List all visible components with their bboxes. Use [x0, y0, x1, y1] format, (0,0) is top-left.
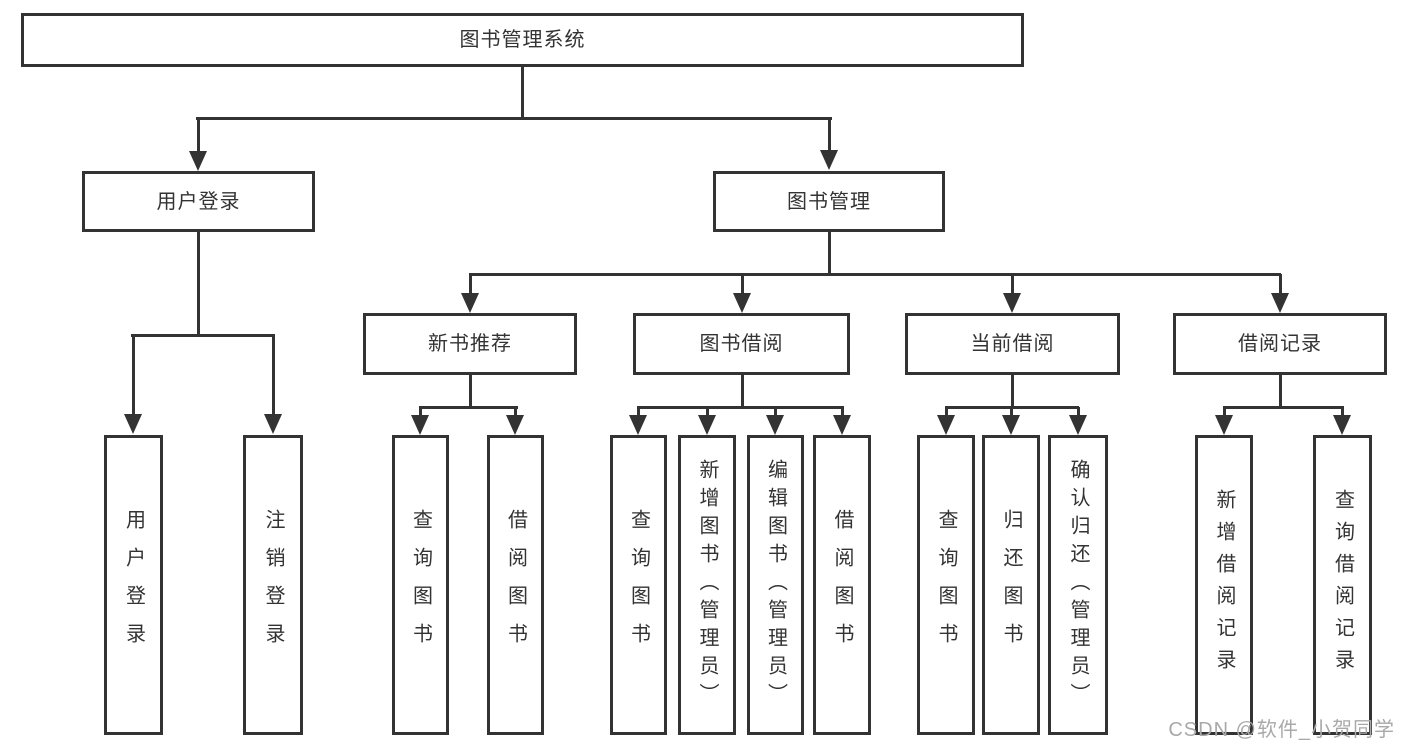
node-label: 归还图书: [1000, 509, 1022, 661]
arrow-down-icon: [766, 415, 784, 435]
node-label: 编辑图书（管理员）: [764, 459, 787, 711]
arrow-down-icon: [629, 415, 647, 435]
node-borrow-records: 借阅记录: [1173, 313, 1387, 375]
arrow-down-icon: [1215, 415, 1233, 435]
connector-vline: [1011, 375, 1014, 408]
arrow-down-icon: [1271, 293, 1289, 313]
connector-vline: [1223, 407, 1226, 417]
leaf-add-book-admin: 新增图书（管理员）: [678, 435, 736, 735]
node-label: 查询借阅记录: [1331, 489, 1354, 681]
arrow-down-icon: [264, 414, 282, 434]
arrow-down-icon: [461, 293, 479, 313]
connector-vline: [841, 407, 844, 417]
csdn-watermark: CSDN @软件_小贺同学: [1168, 719, 1395, 741]
node-label: 新增借阅记录: [1213, 489, 1235, 681]
connector-vline: [945, 407, 948, 417]
node-label: 新增图书（管理员）: [696, 459, 718, 711]
arrow-down-icon: [124, 414, 142, 434]
node-label: 图书借阅: [699, 333, 784, 355]
leaf-confirm-return-admin: 确认归还（管理员）: [1048, 435, 1108, 735]
connector-vline: [1010, 407, 1013, 417]
leaf-return-book: 归还图书: [982, 435, 1040, 735]
arrow-down-icon: [1333, 415, 1351, 435]
leaf-edit-book-admin: 编辑图书（管理员）: [747, 435, 804, 735]
arrow-down-icon: [1002, 415, 1020, 435]
connector-vline: [514, 407, 517, 417]
node-new-book-recommendation: 新书推荐: [363, 313, 577, 375]
arrow-down-icon: [833, 415, 851, 435]
connector-vline: [197, 232, 200, 336]
node-label: 查询图书: [935, 509, 957, 661]
connector-vline: [1279, 375, 1282, 408]
arrow-down-icon: [733, 293, 751, 313]
leaf-user-login: 用户登录: [104, 435, 163, 735]
node-label: 确认归还（管理员）: [1067, 459, 1089, 711]
node-label: 查询图书: [409, 509, 432, 661]
leaf-query-books-current: 查询图书: [917, 435, 975, 735]
connector-hline: [1223, 406, 1344, 409]
leaf-add-borrow-record: 新增借阅记录: [1195, 435, 1253, 735]
connector-hline: [419, 406, 518, 409]
arrow-down-icon: [411, 415, 429, 435]
connector-vline: [741, 274, 744, 295]
connector-vline: [706, 407, 709, 417]
connector-vline: [469, 274, 472, 295]
node-label: 当前借阅: [970, 333, 1055, 355]
connector-vline: [637, 407, 640, 417]
leaf-query-borrow-record: 查询借阅记录: [1313, 435, 1372, 735]
node-current-borrowing: 当前借阅: [905, 313, 1120, 375]
connector-vline: [272, 335, 275, 417]
arrow-down-icon: [1069, 415, 1087, 435]
connector-vline: [1011, 274, 1014, 295]
arrow-down-icon: [937, 415, 955, 435]
connector-vline: [1077, 407, 1080, 417]
connector-vline: [419, 407, 422, 417]
connector-vline: [1341, 407, 1344, 417]
leaf-logout: 注销登录: [243, 435, 303, 735]
leaf-query-books-recommend: 查询图书: [392, 435, 449, 735]
node-label: 借阅图书: [831, 509, 853, 661]
connector-hline: [469, 273, 1281, 276]
arrow-down-icon: [506, 415, 524, 435]
arrow-down-icon: [1003, 293, 1021, 313]
connector-vline: [1279, 274, 1282, 295]
leaf-query-books-borrowing: 查询图书: [610, 435, 667, 735]
node-label: 查询图书: [627, 509, 650, 661]
node-label: 注销登录: [262, 509, 284, 661]
node-label: 用户登录: [122, 509, 145, 661]
node-label: 借阅记录: [1238, 333, 1322, 355]
node-label: 新书推荐: [428, 333, 512, 355]
leaf-borrow-books-recommend: 借阅图书: [487, 435, 544, 735]
arrow-down-icon: [820, 150, 838, 170]
connector-vline: [828, 118, 831, 154]
connector-vline: [469, 375, 472, 408]
connector-vline: [197, 118, 200, 154]
connector-vline: [132, 335, 135, 417]
connector-hline: [131, 334, 275, 337]
connector-vline: [774, 407, 777, 417]
node-label: 图书管理: [787, 190, 871, 213]
node-label: 借阅图书: [504, 509, 527, 661]
node-label: 用户登录: [156, 190, 241, 213]
node-user-login: 用户登录: [82, 171, 315, 232]
connector-hline: [196, 117, 832, 120]
connector-hline: [637, 406, 844, 409]
connector-vline: [521, 64, 524, 118]
connector-vline: [741, 375, 744, 408]
node-library-management-system: 图书管理系统: [21, 13, 1024, 67]
node-book-borrowing: 图书借阅: [633, 313, 850, 375]
node-label: 图书管理系统: [459, 29, 586, 51]
arrow-down-icon: [698, 415, 716, 435]
arrow-down-icon: [189, 151, 207, 171]
node-book-management: 图书管理: [713, 171, 945, 232]
leaf-borrow-books: 借阅图书: [813, 435, 871, 735]
connector-vline: [828, 232, 831, 275]
